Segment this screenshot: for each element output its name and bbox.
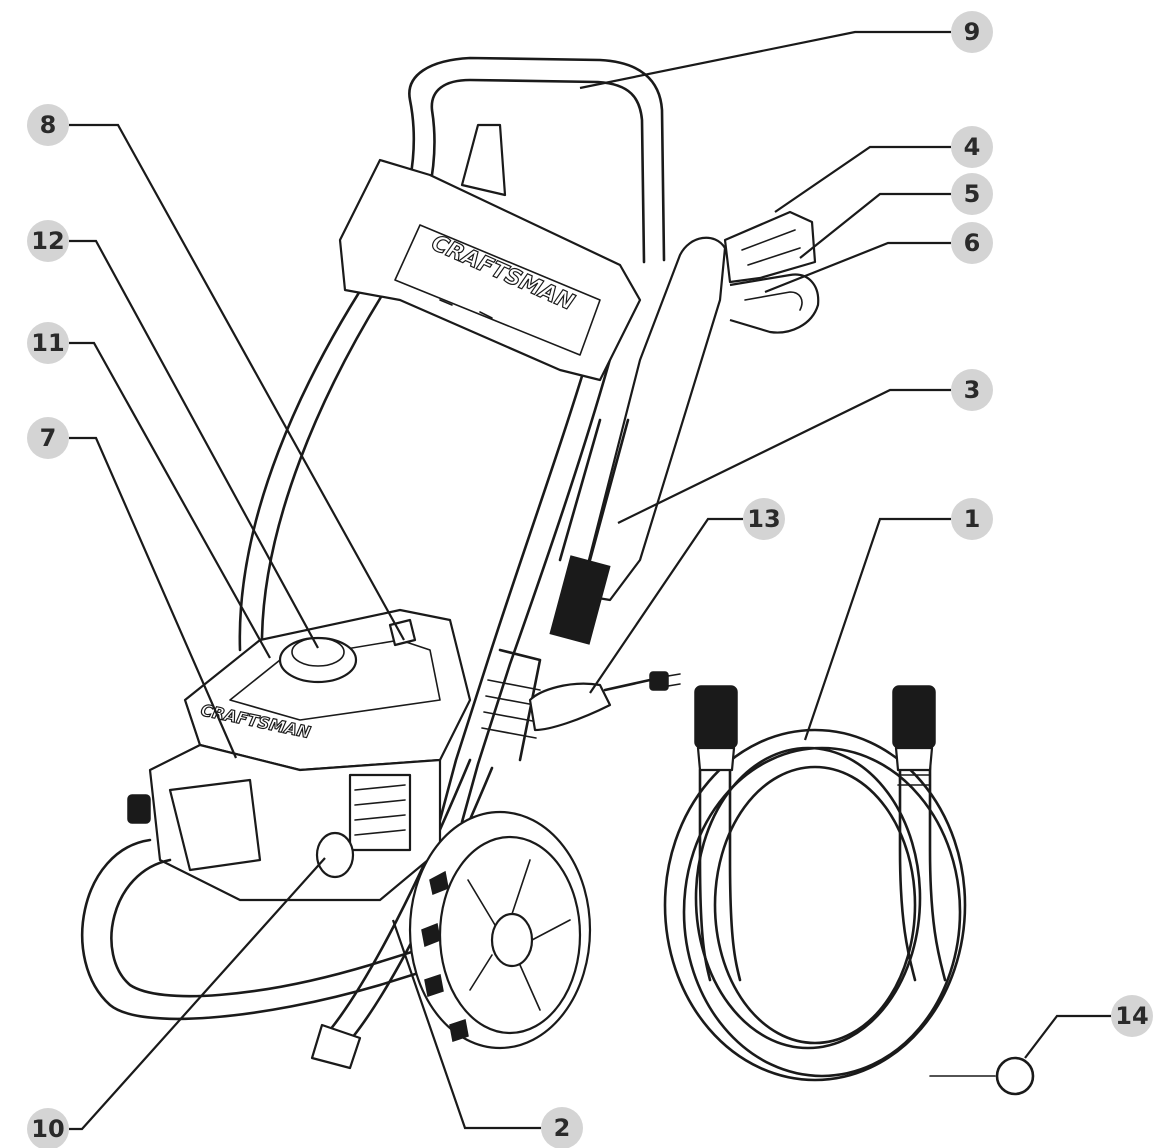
callout-12: 12 — [27, 220, 69, 262]
leader-8 — [69, 123, 405, 641]
leader-14 — [1024, 1014, 1111, 1059]
callout-7: 7 — [27, 417, 69, 459]
leader-13 — [589, 517, 743, 694]
control-panel: CRAFTSMAN — [338, 123, 642, 382]
wheel — [408, 810, 592, 1050]
callout-label: 10 — [31, 1115, 64, 1143]
coiled-hose — [663, 685, 967, 1082]
callout-label: 5 — [964, 180, 981, 208]
callout-label: 6 — [964, 229, 981, 257]
callout-label: 7 — [40, 424, 57, 452]
callout-5: 5 — [951, 173, 993, 215]
callout-label: 4 — [964, 133, 981, 161]
leader-5 — [799, 192, 951, 259]
leader-4 — [774, 145, 951, 213]
callout-8: 8 — [27, 104, 69, 146]
callout-label: 14 — [1115, 1002, 1148, 1030]
leader-7 — [69, 436, 238, 759]
leader-3 — [617, 388, 951, 524]
callout-4: 4 — [951, 126, 993, 168]
callout-label: 9 — [964, 18, 981, 46]
leader-9 — [579, 30, 951, 90]
leader-11 — [69, 341, 271, 659]
leader-lines — [69, 30, 1111, 1131]
base-frame — [80, 838, 462, 1021]
callout-label: 13 — [747, 505, 780, 533]
o-ring — [929, 1056, 1035, 1096]
leader-12 — [69, 239, 319, 649]
gun-hose-fitting — [481, 648, 542, 762]
callout-label: 3 — [964, 376, 981, 404]
callout-14: 14 — [1111, 995, 1153, 1037]
callout-9: 9 — [951, 11, 993, 53]
callout-label: 2 — [554, 1114, 571, 1142]
spray-wand — [310, 758, 494, 1070]
engine-housing: CRAFTSMAN — [127, 608, 472, 902]
callout-6: 6 — [951, 222, 993, 264]
leader-10 — [69, 857, 326, 1131]
leader-1 — [803, 517, 951, 741]
callout-label: 11 — [31, 329, 64, 357]
spray-gun — [549, 210, 820, 645]
pressure-washer-illustration: CRAFTSMAN C — [80, 56, 1035, 1096]
callout-3: 3 — [951, 369, 993, 411]
callout-2: 2 — [541, 1107, 583, 1148]
fuel-cap — [278, 636, 358, 684]
callouts: 1 2 3 4 5 6 7 8 — [27, 11, 1153, 1148]
leader-6 — [764, 241, 951, 294]
callout-label: 1 — [964, 505, 981, 533]
callout-13: 13 — [743, 498, 785, 540]
callout-1: 1 — [951, 498, 993, 540]
callout-11: 11 — [27, 322, 69, 364]
leader-2 — [391, 919, 541, 1130]
callout-label: 12 — [31, 227, 64, 255]
callout-10: 10 — [27, 1108, 69, 1148]
callout-label: 8 — [40, 111, 57, 139]
power-cord — [528, 671, 681, 732]
